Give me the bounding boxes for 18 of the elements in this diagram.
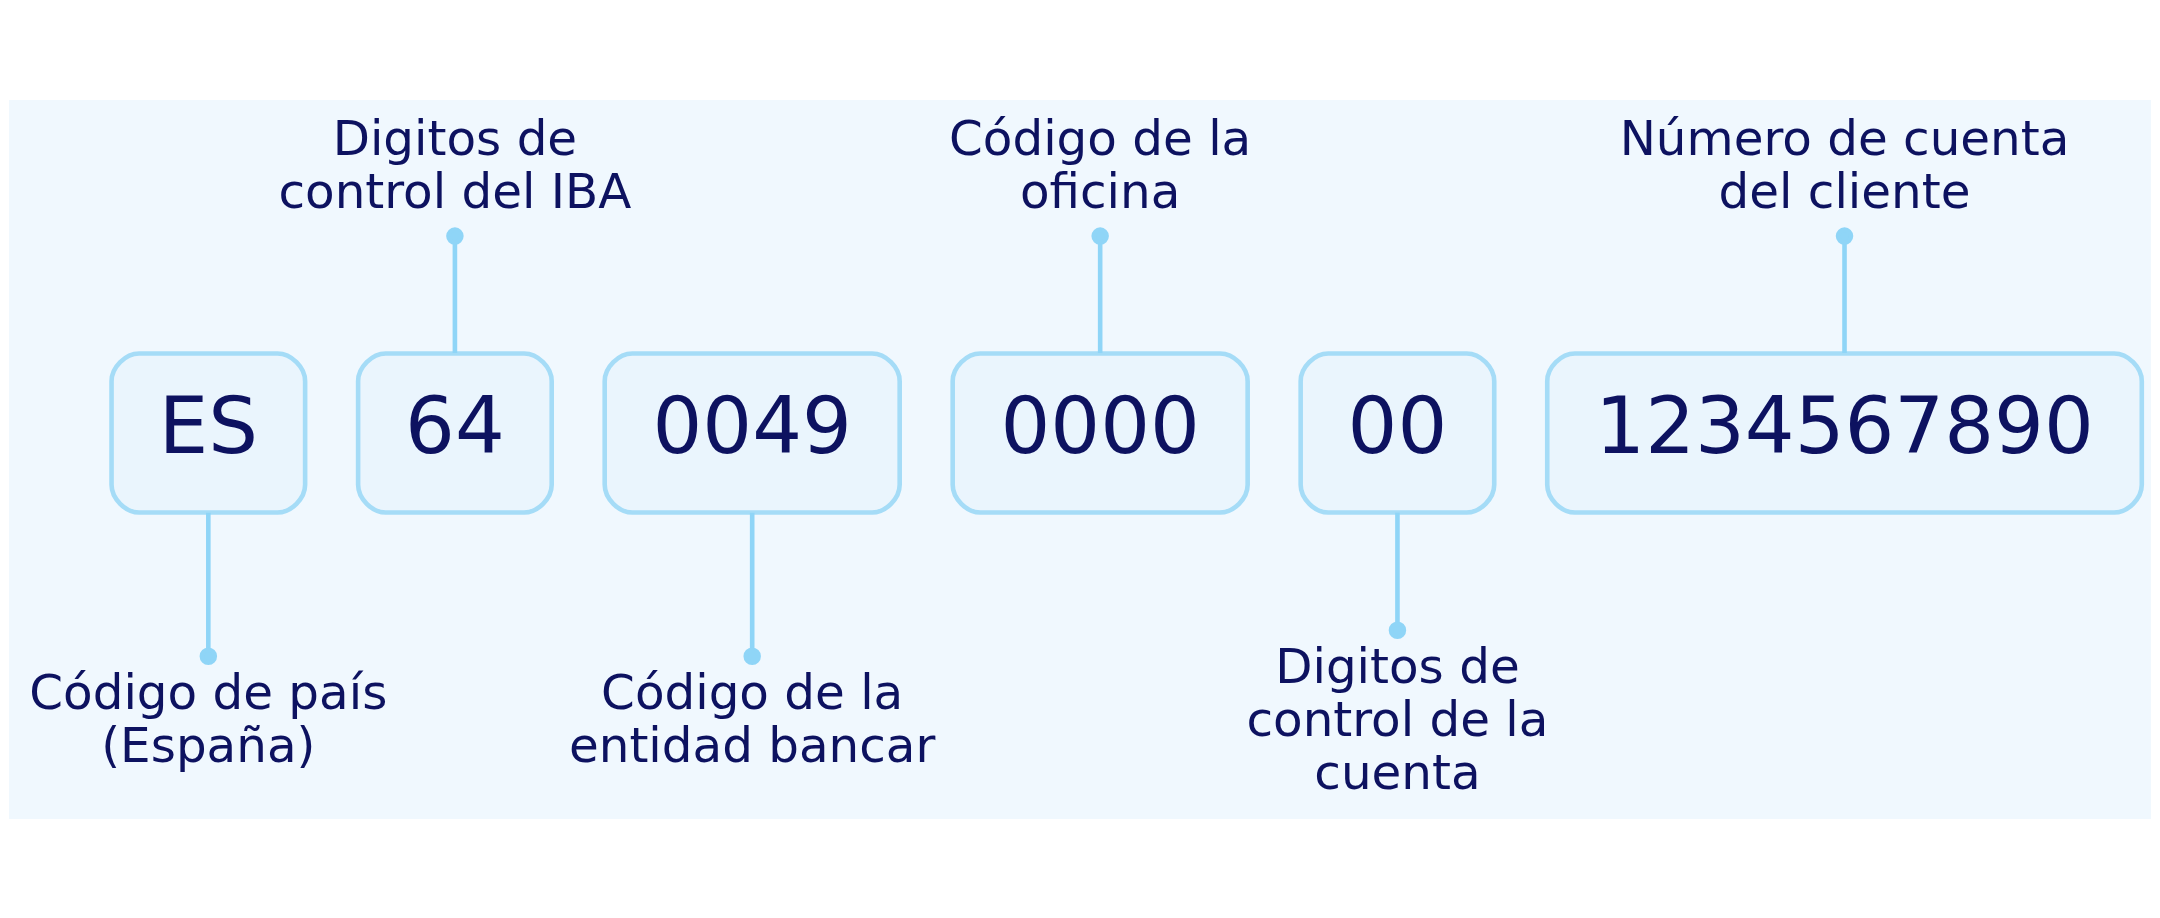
node-text: Digitos de control del IBA [278,109,632,219]
node-box: 0000 [950,350,1250,515]
node-box: 00 [1298,350,1497,515]
connector [446,226,464,353]
node-box: 1234567890 [1544,350,2145,515]
node-text: Digitos de control de la cuenta [1246,637,1549,800]
connector [1835,226,1854,353]
node-box: ES [109,350,308,515]
node-text: Código de la entidad bancar [568,663,936,773]
connector [1388,512,1407,639]
connector [743,512,761,665]
node-text: Código de país (España) [29,663,388,773]
node-text: Número de cuenta del cliente [1619,109,2070,219]
connector [1091,226,1109,353]
node-text: Código de la oficina [949,109,1252,219]
node-box: 0049 [602,350,902,515]
node-box: 64 [355,350,554,515]
connector [199,512,218,665]
